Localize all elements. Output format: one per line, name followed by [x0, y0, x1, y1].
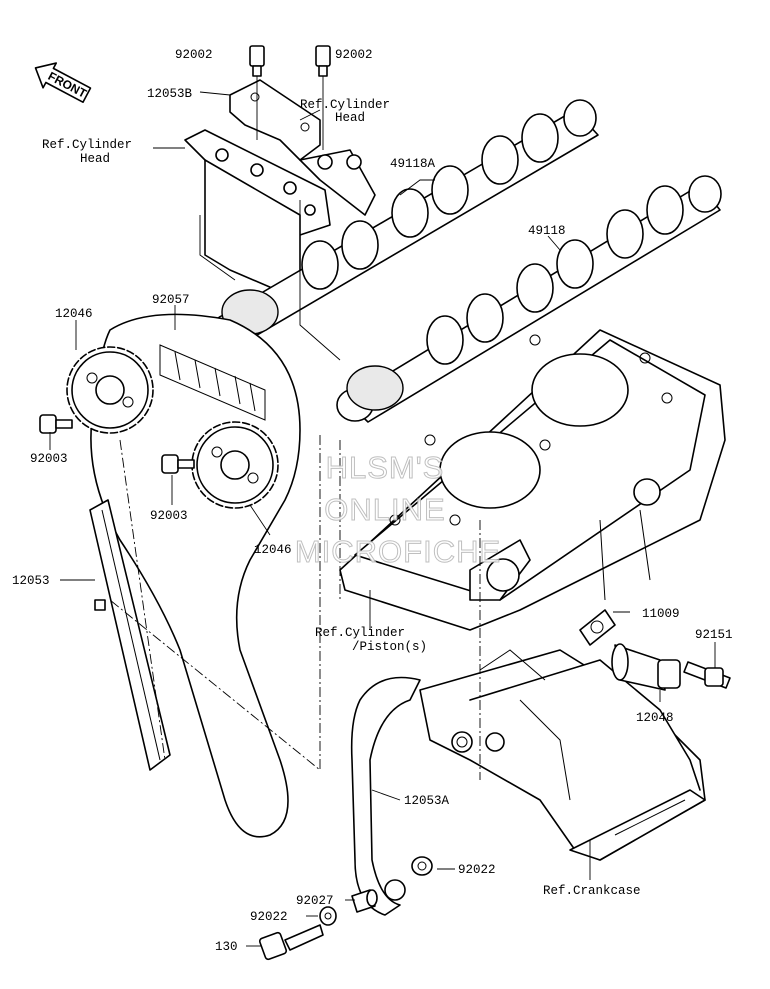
washer-92022-right-part: [411, 856, 433, 876]
label-92022-right: 92022: [458, 863, 496, 877]
bolt-92002-right-part: [315, 45, 331, 150]
watermark-line-3: MICROFICHE: [295, 534, 501, 569]
label-49118: 49118: [528, 224, 566, 238]
label-92003-left: 92003: [30, 452, 68, 466]
label-12046-left: 12046: [55, 307, 93, 321]
chain-guide-12053a-part: [350, 676, 421, 916]
label-12048: 12048: [636, 711, 674, 725]
label-ref-cylinder-head-upper-line1: Ref.Cylinder: [300, 98, 390, 112]
gasket-11009-part: [579, 609, 616, 646]
label-12053: 12053: [12, 574, 50, 588]
label-ref-cylinder-head-left-line1: Ref.Cylinder: [42, 138, 132, 152]
label-92002-right: 92002: [335, 48, 373, 62]
label-11009: 11009: [642, 607, 680, 621]
cylinder-block-part: [339, 329, 726, 631]
label-ref-cylinder-piston-line2: /Piston(s): [352, 640, 427, 654]
camshaft-49118-part: [336, 175, 722, 423]
label-92057: 92057: [152, 293, 190, 307]
chain-tensioner-12048-part: [611, 643, 681, 691]
cylinder-head-bracket-part: [184, 129, 331, 301]
label-ref-cylinder-head-upper-line2: Head: [335, 111, 365, 125]
bolt-92002-left-part: [249, 45, 265, 140]
chain-guide-12053-part: [89, 499, 171, 771]
label-49118a: 49118A: [390, 157, 436, 171]
washer-92022-left-part: [319, 906, 337, 926]
sprocket-12046-left-part: [66, 346, 154, 434]
sprocket-12046-right-part: [191, 421, 279, 509]
watermark-line-1: HLSM'S: [326, 450, 445, 485]
label-130: 130: [215, 940, 238, 954]
label-92151: 92151: [695, 628, 733, 642]
label-ref-crankcase: Ref.Crankcase: [543, 884, 641, 898]
bolt-130-part: [258, 924, 324, 961]
label-92003-right: 92003: [150, 509, 188, 523]
leader-lines: [49, 91, 716, 947]
label-12053a: 12053A: [404, 794, 450, 808]
bolt-92151-part: [683, 661, 731, 689]
bolt-92003-left-part: [39, 414, 73, 434]
watermark-line-2: ONLINE: [324, 492, 445, 527]
label-92002-left: 92002: [175, 48, 213, 62]
front-arrow-icon: FRONT: [34, 62, 92, 104]
label-12046-right: 12046: [254, 543, 292, 557]
watermark: HLSM'S ONLINE MICROFICHE: [294, 450, 501, 570]
label-12053b: 12053B: [147, 87, 193, 101]
bolt-92003-right-part: [161, 454, 195, 474]
label-ref-cylinder-head-left-line2: Head: [80, 152, 110, 166]
label-ref-cylinder-piston-line1: Ref.Cylinder: [315, 626, 405, 640]
label-92022-left: 92022: [250, 910, 288, 924]
label-92027: 92027: [296, 894, 334, 908]
part-labels: 92002 92002 12053B Ref.Cylinder Head Ref…: [12, 48, 733, 954]
camshaft-cap-part: [229, 79, 376, 216]
crankcase-part: [419, 649, 706, 861]
collar-92027-part: [351, 889, 378, 913]
